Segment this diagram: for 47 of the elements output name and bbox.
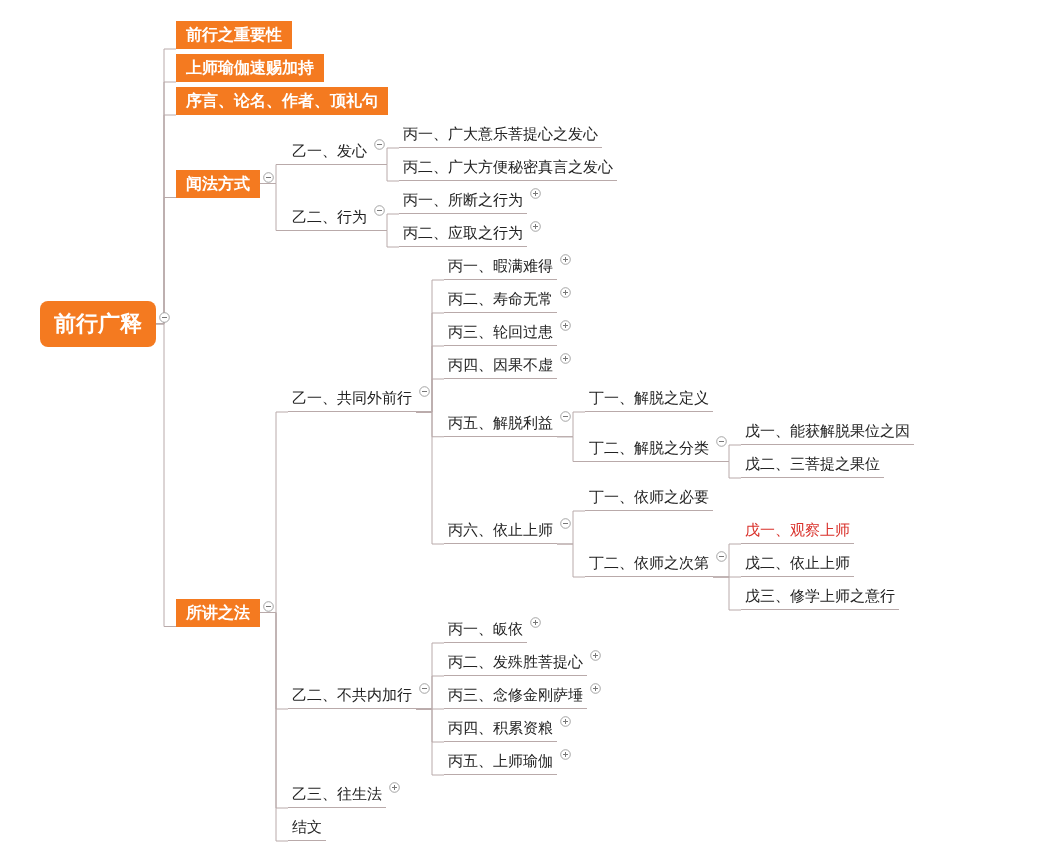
topic-label: 丙二、广大方便秘密真言之发心 — [403, 158, 613, 176]
topic-label: 丁二、解脱之分类 — [589, 438, 709, 457]
topic-label: 乙一、共同外前行 — [292, 389, 412, 407]
topic-label: 丙一、皈依 — [448, 620, 523, 638]
topic-label: 丙二、发殊胜菩提心 — [448, 653, 583, 671]
topic-label: 丙五、解脱利益 — [448, 413, 553, 432]
topic-label: 闻法方式 — [186, 173, 250, 193]
topic-label: 戊二、依止上师 — [745, 554, 850, 572]
topic-label: 丙四、积累资粮 — [448, 719, 553, 737]
topic-label: 丁二、依师之次第 — [589, 554, 709, 572]
topic-label: 丙六、依止上师 — [448, 521, 553, 539]
topic-label: 上师瑜伽速赐加持 — [186, 58, 314, 77]
topic-label: 乙二、行为 — [292, 207, 367, 226]
central-topic-box — [40, 300, 156, 347]
topic-label: 丙三、轮回过患 — [448, 323, 553, 341]
connector-line — [556, 436, 586, 462]
topic-label: 戊二、三菩提之果位 — [745, 455, 880, 473]
topic-label: 结文 — [292, 818, 322, 836]
topic-box — [176, 21, 292, 49]
connector-line — [415, 708, 445, 776]
topic-label: 丙二、寿命无常 — [448, 290, 553, 308]
topic-label: 所讲之法 — [186, 602, 250, 622]
topic-label: 乙三、往生法 — [292, 785, 382, 803]
connector-line — [155, 323, 177, 627]
topic-label: 丙一、所断之行为 — [403, 191, 523, 209]
topic-label: 戊三、修学上师之意行 — [745, 587, 895, 605]
topic-label: 戊一、能获解脱果位之因 — [745, 422, 910, 440]
topic-label: 丙二、应取之行为 — [403, 224, 523, 242]
topic-label: 前行广释 — [54, 310, 142, 336]
connector-line — [556, 543, 586, 578]
topic-box — [176, 54, 324, 82]
topic-label: 乙二、不共内加行 — [292, 686, 412, 704]
topic-label: 丙四、因果不虚 — [448, 356, 553, 374]
topic-box — [176, 598, 260, 627]
topic-label: 前行之重要性 — [186, 25, 282, 44]
topic-label: 乙一、发心 — [292, 141, 367, 160]
topic-label: 丙三、念修金刚萨埵 — [448, 686, 583, 704]
topic-box — [176, 87, 388, 115]
topic-label: 丙五、上师瑜伽 — [448, 752, 553, 770]
topic-label: 序言、论名、作者、顶礼句 — [186, 91, 378, 110]
topic-label: 戊一、观察上师 — [745, 521, 850, 539]
topic-label: 丙一、广大意乐菩提心之发心 — [403, 125, 598, 143]
connector-line — [712, 576, 742, 611]
topic-label: 丁一、依师之必要 — [589, 488, 709, 506]
topic-box — [176, 169, 260, 198]
topic-label: 丁一、解脱之定义 — [589, 389, 709, 407]
topic-label: 丙一、暇满难得 — [448, 257, 553, 275]
